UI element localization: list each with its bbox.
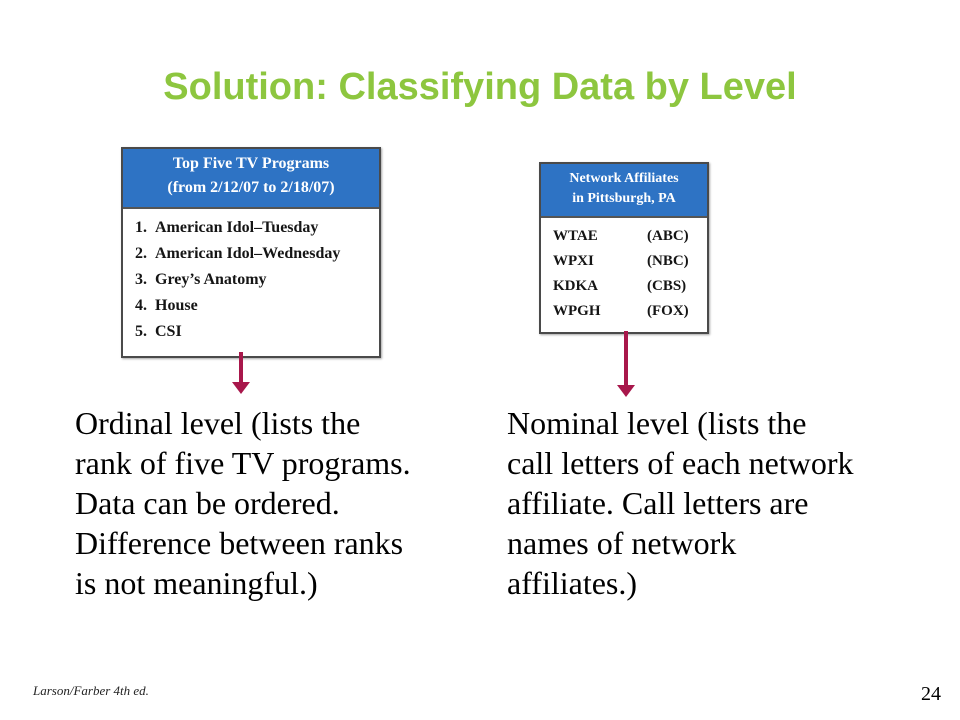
rank-number: 1. [135,219,147,236]
tv-programs-header-line: (from 2/12/07 to 2/18/07) [167,179,335,196]
arrow-shaft [239,352,243,384]
network-name: (FOX) [647,303,689,319]
list-item: 3. Grey’s Anatomy [135,267,379,293]
rank-number: 3. [135,271,147,288]
table-row: WPXI (NBC) [553,249,689,274]
program-name: House [155,297,198,314]
slide-title: Solution: Classifying Data by Level [163,66,797,108]
call-letters: WPXI [553,253,594,269]
text-line: affiliate. Call letters are [507,485,809,521]
list-item: 5. CSI [135,319,379,345]
call-letters: KDKA [553,278,598,294]
arrow-head [232,382,250,394]
page-number: 24 [921,683,941,705]
network-affiliates-panel: Network Affiliates in Pittsburgh, PA WTA… [539,162,709,334]
network-affiliates-table: WTAE (ABC) WPXI (NBC) KDKA (CBS) WPGH (FOX) [553,224,689,324]
arrow-head [617,385,635,397]
call-letters: WTAE [553,228,598,244]
nominal-level-description: Nominal level (lists the call letters of… [507,403,917,603]
footer-credit: Larson/Farber 4th ed. [33,683,149,698]
table-row: WTAE (ABC) [553,224,689,249]
down-arrow-icon [231,352,251,394]
list-item: 2. American Idol–Wednesday [135,241,379,267]
tv-programs-list: 1. American Idol–Tuesday 2. American Idol–… [123,209,379,345]
network-name: (NBC) [647,253,689,269]
rank-number: 4. [135,297,147,314]
text-line: rank of five TV programs. [75,445,411,481]
down-arrow-icon [616,331,636,397]
text-line: Data can be ordered. [75,485,340,521]
ordinal-level-description: Ordinal level (lists the rank of five TV… [75,403,475,603]
table-row: WPGH (FOX) [553,299,689,324]
network-affiliates-header-line: in Pittsburgh, PA [572,191,676,206]
program-name: Grey’s Anatomy [155,271,267,288]
list-item: 4. House [135,293,379,319]
text-line: Nominal level (lists the [507,405,807,441]
program-name: American Idol–Wednesday [155,245,341,262]
rank-number: 2. [135,245,147,262]
text-line: names of network [507,525,737,561]
rank-number: 5. [135,323,147,340]
text-line: is not meaningful.) [75,565,318,601]
program-name: American Idol–Tuesday [155,219,319,236]
arrow-shaft [624,331,628,387]
network-affiliates-header-line: Network Affiliates [569,171,679,186]
text-line: affiliates.) [507,565,638,601]
table-row: KDKA (CBS) [553,274,689,299]
tv-programs-header: Top Five TV Programs (from 2/12/07 to 2/… [123,149,379,209]
network-name: (CBS) [647,278,687,294]
tv-programs-header-line: Top Five TV Programs [172,155,330,172]
network-affiliates-header: Network Affiliates in Pittsburgh, PA [541,164,707,218]
text-line: Difference between ranks [75,525,404,561]
network-name: (ABC) [647,228,689,244]
text-line: Ordinal level (lists the [75,405,361,441]
tv-programs-panel: Top Five TV Programs (from 2/12/07 to 2/… [121,147,381,358]
list-item: 1. American Idol–Tuesday [135,215,379,241]
program-name: CSI [155,323,182,340]
text-line: call letters of each network [507,445,854,481]
call-letters: WPGH [553,303,601,319]
